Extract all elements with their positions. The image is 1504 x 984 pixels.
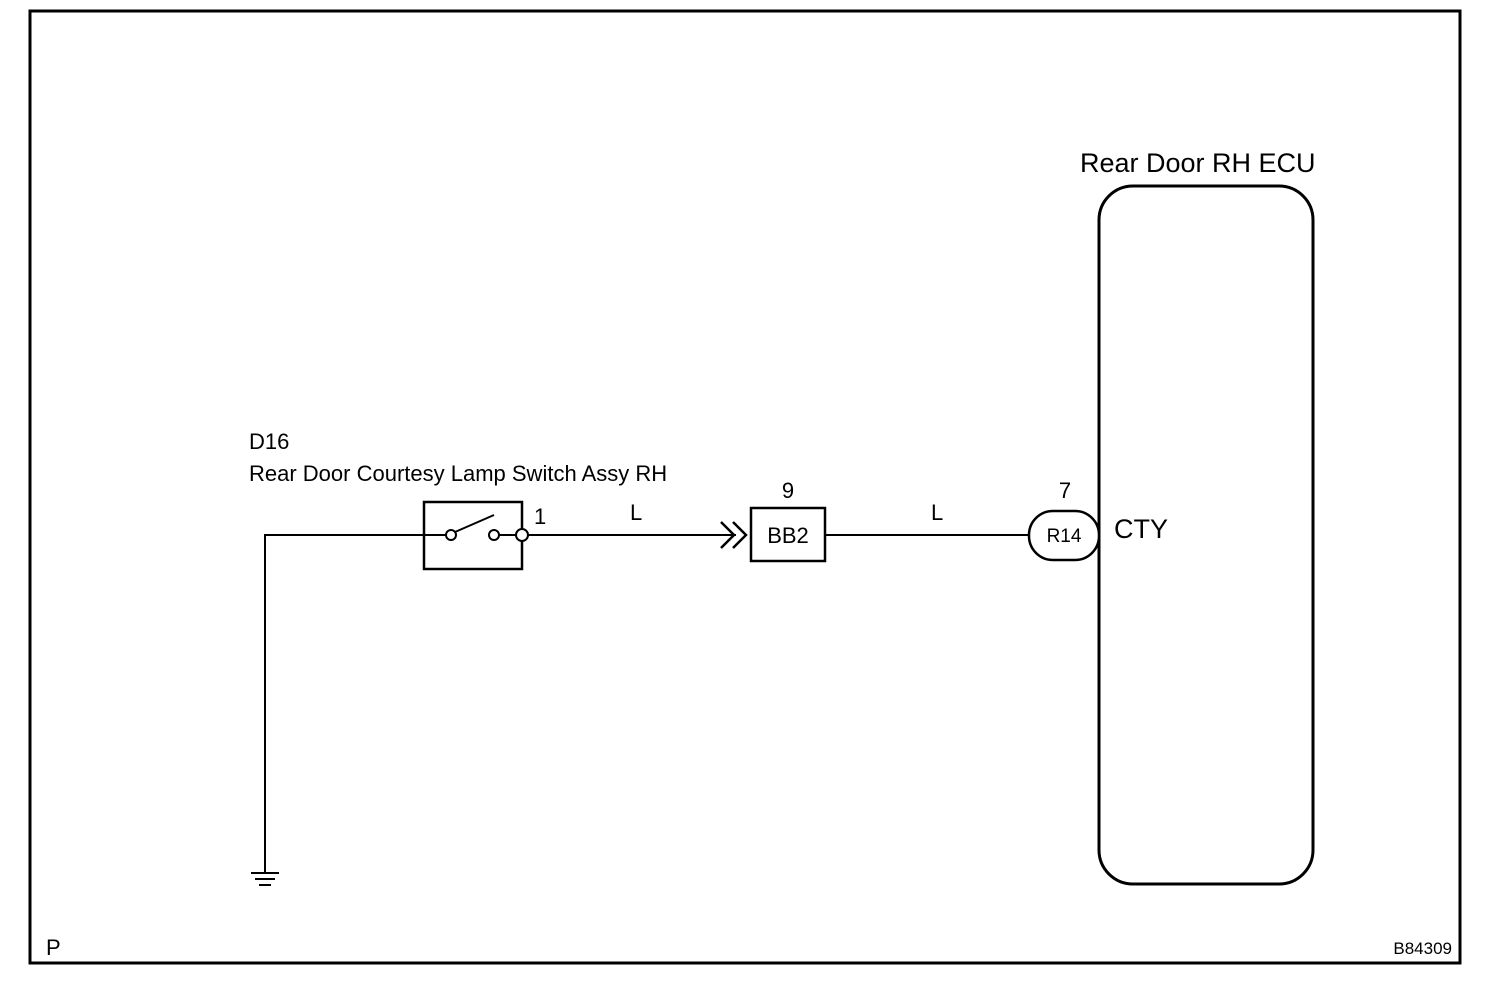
ecu-connector-pin: 7: [1059, 478, 1071, 503]
page-mark: P: [46, 935, 61, 960]
junction-arrow-icon: [720, 521, 748, 549]
ground-wire: [264, 534, 424, 872]
ecu-connector-code: R14: [1047, 526, 1082, 547]
switch-pin: 1: [534, 504, 546, 529]
ecu-pin-label: CTY: [1114, 514, 1168, 544]
wire-left-color: L: [630, 500, 642, 525]
junction-code: BB2: [767, 523, 809, 548]
ground-icon: [251, 872, 279, 886]
junction-pin: 9: [782, 478, 794, 503]
switch-code: D16: [249, 429, 289, 454]
diagram-frame: [28, 9, 1462, 965]
figure-id: B84309: [1393, 939, 1452, 958]
ecu-title: Rear Door RH ECU: [1080, 148, 1316, 178]
wire-right-color: L: [931, 500, 943, 525]
switch-name: Rear Door Courtesy Lamp Switch Assy RH: [249, 461, 667, 486]
ecu-connector-box: [1027, 509, 1101, 562]
switch-icon: [424, 514, 529, 542]
